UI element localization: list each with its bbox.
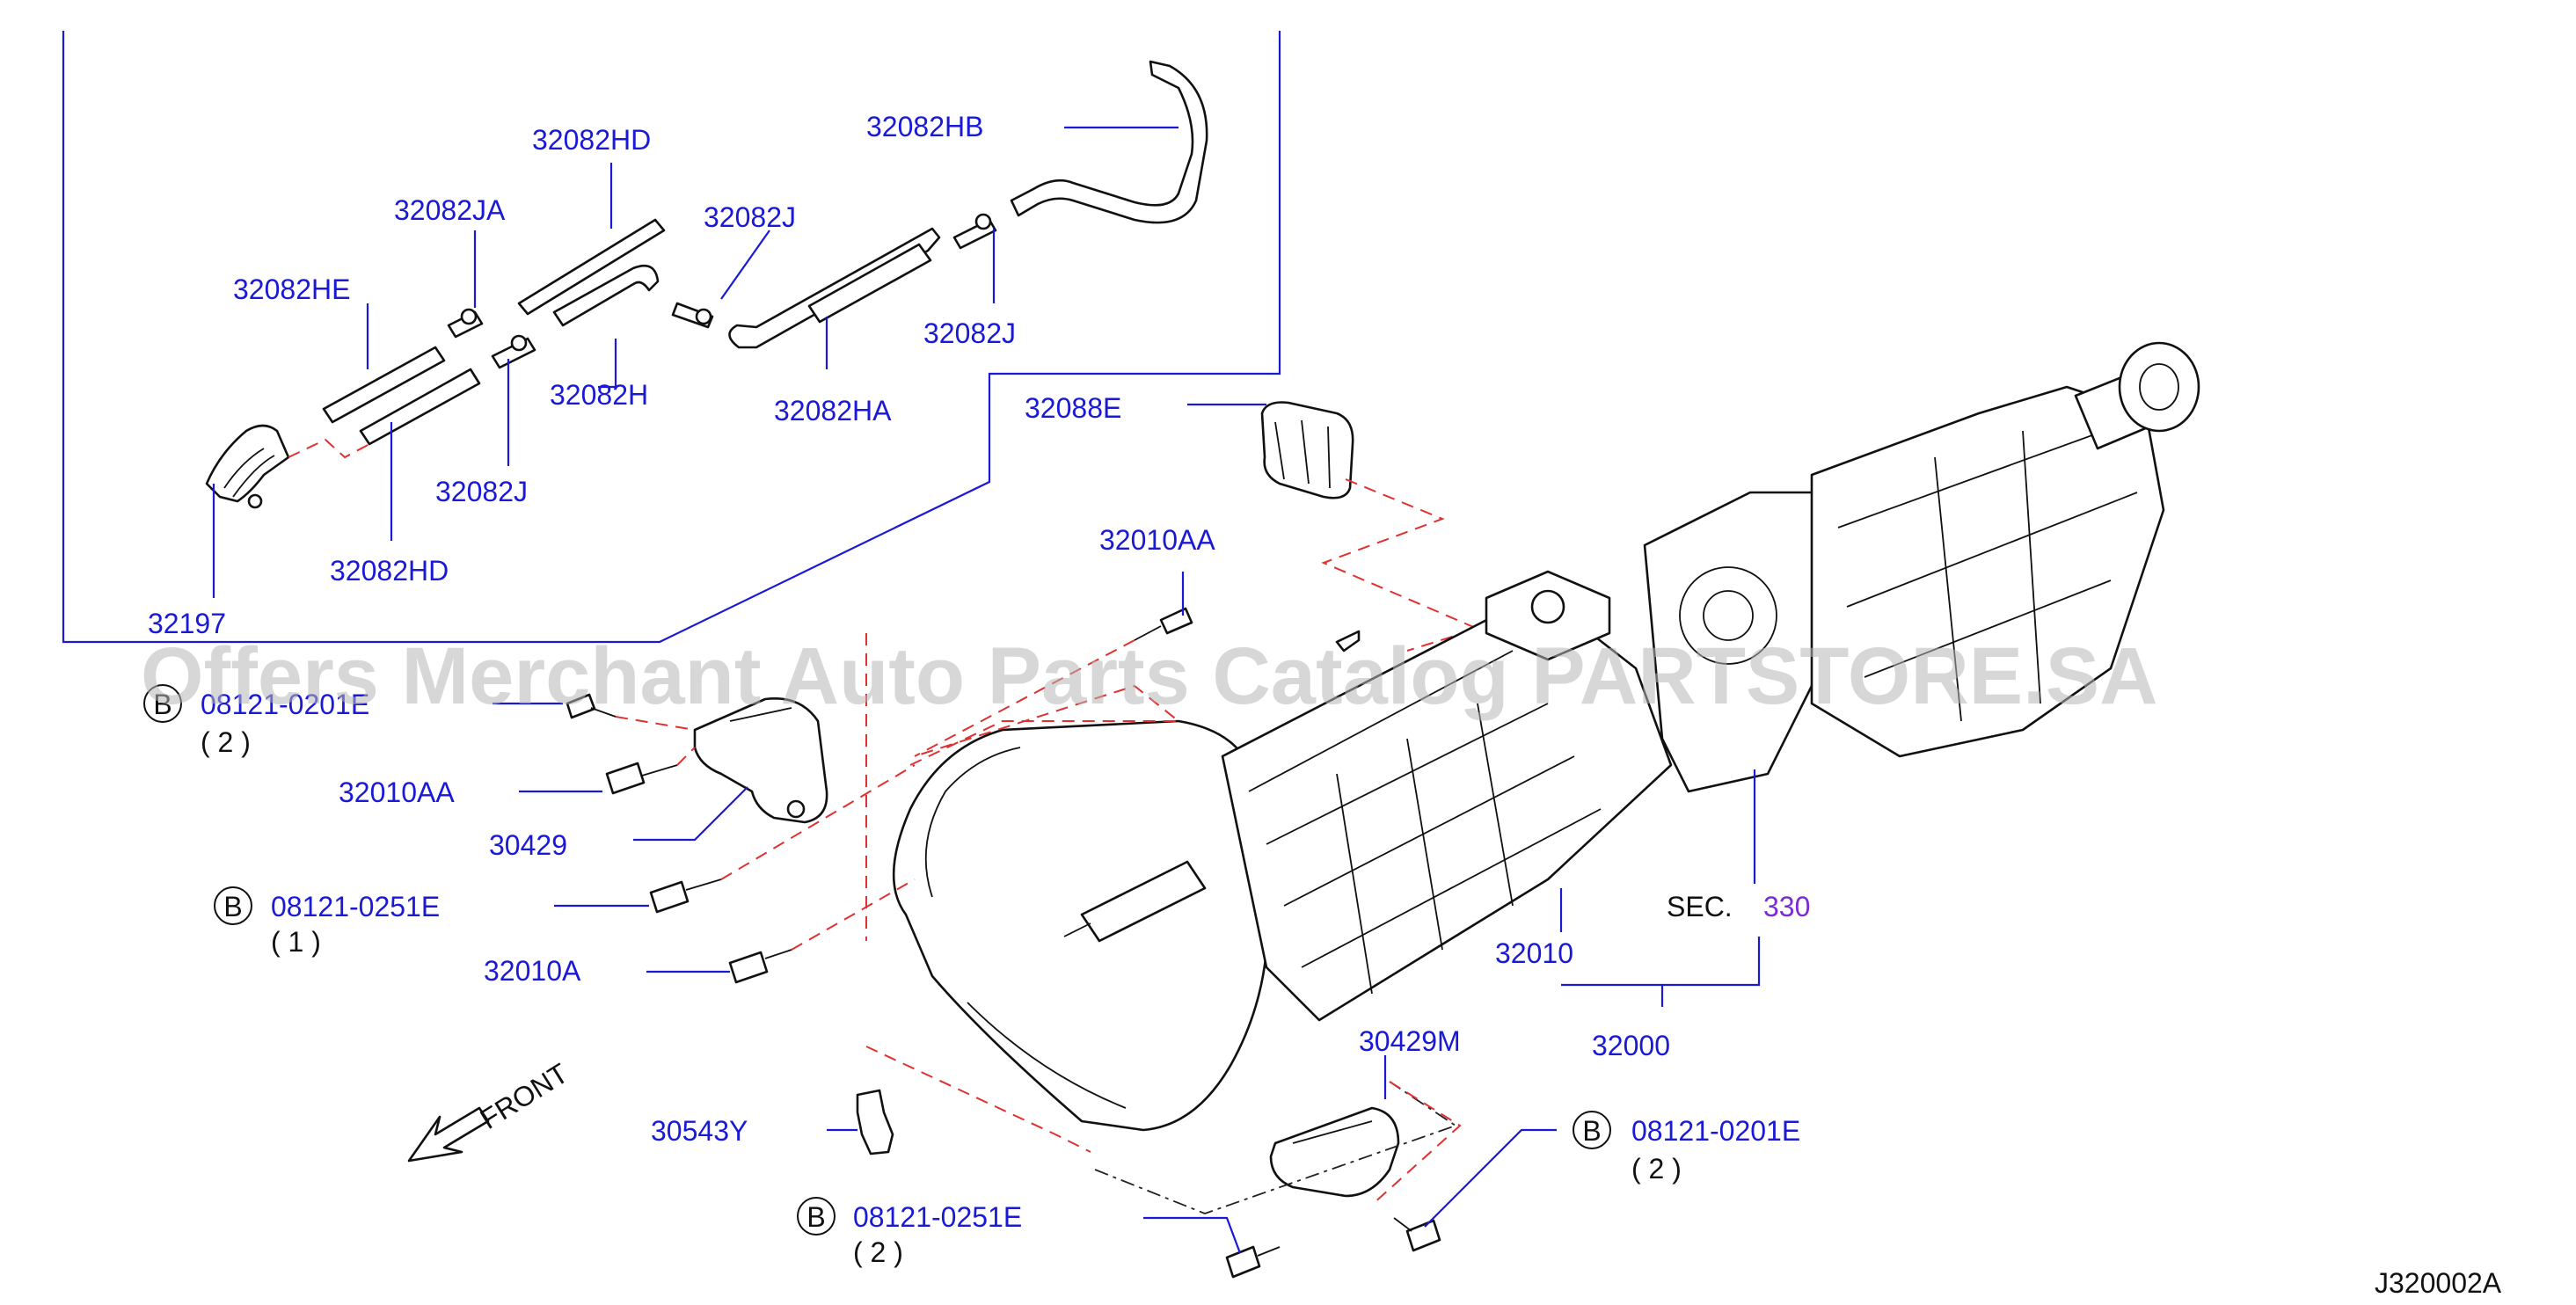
callout-b-2: B — [214, 886, 252, 925]
clip-30543Y — [856, 1046, 1091, 1156]
label-30429: 30429 — [489, 829, 567, 861]
label-08121-0251E-b: 08121-0251E — [853, 1201, 1022, 1233]
diagram-code: J320002A — [2375, 1267, 2502, 1299]
label-32082H: 32082H — [550, 379, 648, 411]
label-32082J-right: 32082J — [923, 317, 1016, 349]
seal-32088E — [1260, 401, 1480, 652]
callout-b-1: B — [143, 684, 182, 723]
label-32088E: 32088E — [1025, 392, 1121, 424]
bracket-30429M — [1094, 1081, 1462, 1214]
label-32082J-bottom: 32082J — [435, 476, 528, 507]
label-32000: 32000 — [1592, 1030, 1670, 1061]
label-32082HA: 32082HA — [774, 395, 892, 426]
label-30429M: 30429M — [1359, 1025, 1461, 1057]
qty-2-c: ( 2 ) — [853, 1236, 903, 1268]
label-08121-0201E-b: 08121-0201E — [1631, 1115, 1800, 1147]
label-32010AA-left: 32010AA — [339, 776, 455, 808]
label-32082HE: 32082HE — [233, 273, 350, 305]
label-32082JA: 32082JA — [394, 194, 506, 226]
qty-2-b: ( 2 ) — [1631, 1153, 1682, 1185]
label-32010AA-right: 32010AA — [1099, 524, 1215, 556]
callout-letter: B — [153, 689, 171, 720]
bracket-30429 — [693, 697, 828, 824]
bolts — [566, 607, 1441, 1279]
callout-letter: B — [223, 891, 242, 922]
label-32010A: 32010A — [484, 955, 581, 987]
label-32082HB: 32082HB — [866, 111, 983, 142]
label-32082HD-top: 32082HD — [532, 124, 651, 156]
label-32082J-top: 32082J — [704, 201, 796, 233]
callout-letter: B — [806, 1201, 825, 1233]
label-08121-0251E-a: 08121-0251E — [271, 891, 440, 922]
callout-b-4: B — [797, 1197, 836, 1236]
label-32197: 32197 — [148, 608, 226, 639]
label-32010: 32010 — [1495, 937, 1573, 969]
label-30543Y: 30543Y — [651, 1115, 748, 1147]
callout-letter: B — [1582, 1115, 1601, 1147]
breather-hose-group — [205, 60, 1208, 509]
front-arrow-icon — [407, 1106, 490, 1163]
label-32082HD-bottom: 32082HD — [330, 555, 449, 587]
callout-b-3: B — [1573, 1111, 1611, 1149]
sec-number-link[interactable]: 330 — [1763, 891, 1810, 922]
label-08121-0201E-a: 08121-0201E — [201, 689, 369, 720]
transmission-assembly — [892, 341, 2200, 1132]
inset-frame — [62, 31, 1281, 644]
front-label: FRONT — [475, 1057, 574, 1135]
qty-2-a: ( 2 ) — [201, 726, 251, 758]
sec-prefix: SEC. — [1667, 891, 1733, 922]
qty-1: ( 1 ) — [271, 926, 321, 958]
leader-lines — [212, 126, 1761, 1254]
watermark: Offers Merchant Auto Parts Catalog PARTS… — [141, 631, 2158, 721]
